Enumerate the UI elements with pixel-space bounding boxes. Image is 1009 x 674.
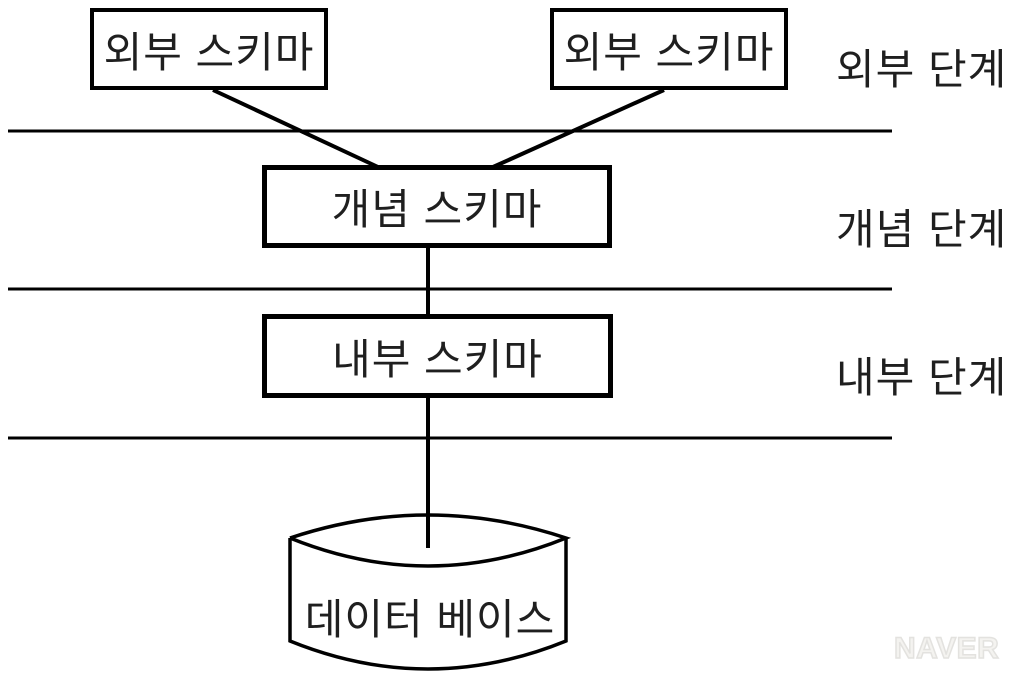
conceptual-schema-box: 개념 스키마 — [262, 165, 612, 248]
database-label: 데이터 베이스 — [304, 596, 556, 643]
external-schema-box-1: 외부 스키마 — [90, 8, 328, 90]
internal-schema-box: 내부 스키마 — [262, 314, 613, 398]
internal-level-label: 내부 단계 — [836, 354, 1008, 401]
connector-external1-conceptual — [212, 88, 379, 169]
external-schema-box-2: 외부 스키마 — [550, 8, 788, 90]
connector-external2-conceptual — [492, 88, 665, 169]
conceptual-level-label: 개념 단계 — [836, 206, 1008, 253]
database-cylinder-body — [288, 538, 568, 671]
naver-watermark: NAVER — [893, 631, 1000, 666]
external-level-label: 외부 단계 — [836, 46, 1008, 93]
